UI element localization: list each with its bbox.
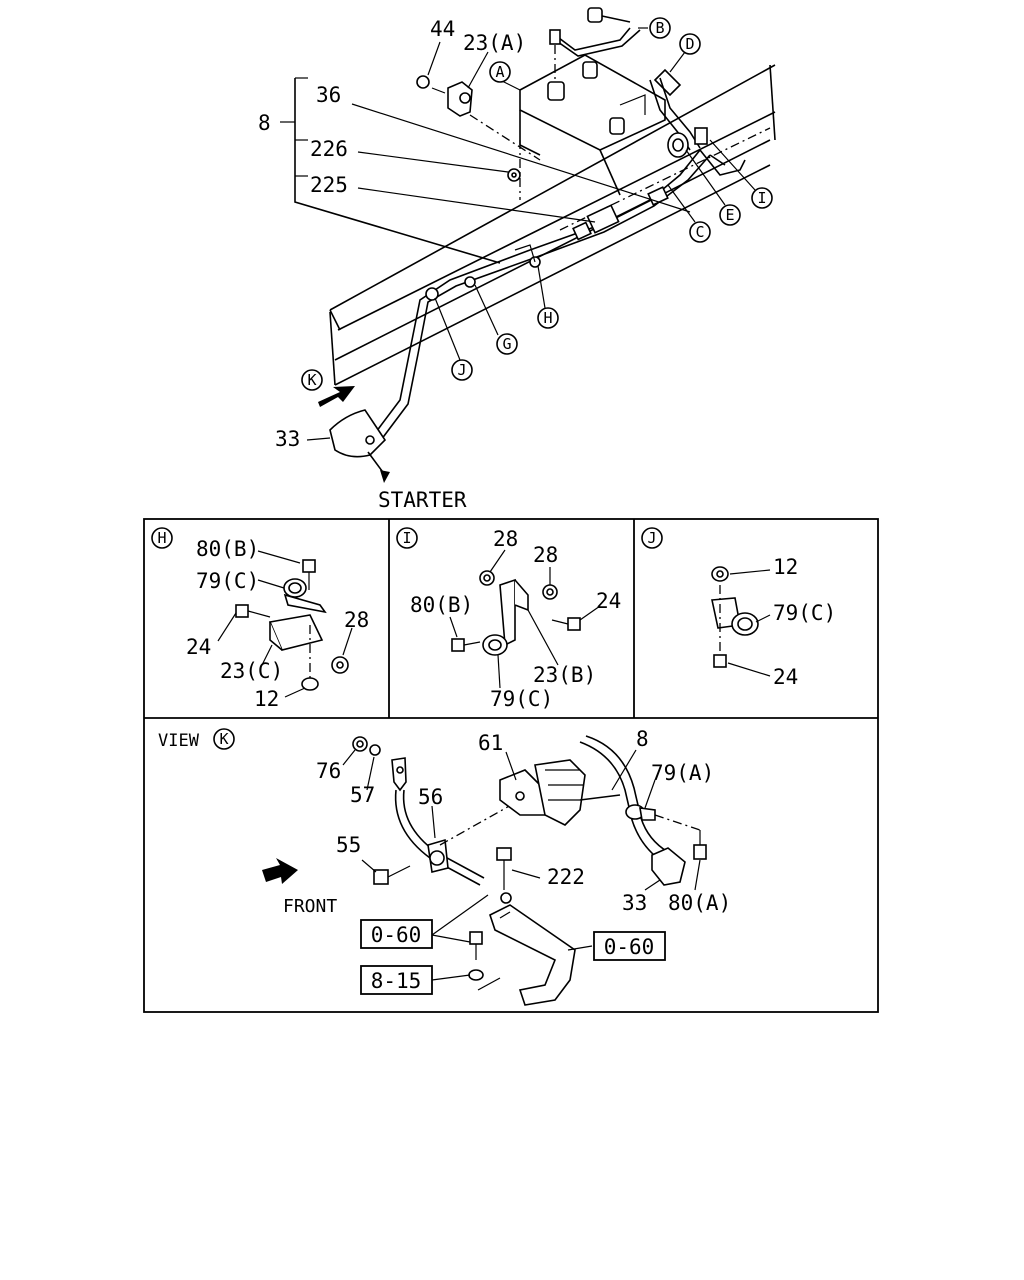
panel-h-callout-28: 28 [344, 608, 369, 632]
svg-text:A: A [495, 63, 504, 81]
panel-j: J 12 79(C) 24 [641, 527, 836, 689]
svg-text:E: E [725, 206, 734, 224]
panel-j-callout-24: 24 [773, 665, 798, 689]
panel-h-callout-24: 24 [186, 635, 211, 659]
circle-ref-a: A [489, 61, 511, 83]
view-k-callout-56: 56 [418, 785, 443, 809]
callout-23a: 23(A) [463, 31, 526, 55]
view-k-callout-76: 76 [316, 759, 341, 783]
panel-i-callout-24: 24 [596, 589, 621, 613]
circle-ref-b: B [649, 17, 671, 39]
circle-ref-d: D [679, 33, 701, 55]
svg-text:H: H [543, 309, 552, 327]
panel-j-tag: J [641, 527, 663, 549]
svg-text:8-15: 8-15 [371, 969, 422, 993]
panel-h-tag: H [151, 527, 173, 549]
frame-rail [329, 64, 776, 386]
callout-225: 225 [310, 173, 348, 197]
group-8-bracket [280, 77, 501, 264]
view-k-panel: VIEW K [158, 727, 731, 1006]
ref-box-0-60-left[interactable]: 0-60 [360, 919, 433, 949]
panel-j-callout-79c: 79(C) [773, 601, 836, 625]
callout-36: 36 [316, 83, 341, 107]
starter-cable [318, 68, 746, 483]
view-k-callout-80a: 80(A) [668, 891, 731, 915]
svg-text:I: I [402, 529, 411, 547]
view-k-callout-55: 55 [336, 833, 361, 857]
panel-i-callout-28-b: 28 [533, 543, 558, 567]
svg-text:K: K [219, 730, 228, 748]
panel-i: I 28 28 80(B) 24 23(B) 79(C) [396, 527, 621, 711]
panel-h-callout-23c: 23(C) [220, 659, 283, 683]
circle-ref-c: C [689, 221, 711, 243]
main-assembly: A B C D E G H I J K 8 44 23(A) 36 226 22… [258, 7, 776, 512]
panel-h-callout-12: 12 [254, 687, 279, 711]
panel-h-callout-79c: 79(C) [196, 569, 259, 593]
panel-h-callout-80b: 80(B) [196, 537, 259, 561]
battery-cable-upper [549, 7, 641, 80]
svg-text:H: H [157, 529, 166, 547]
svg-text:G: G [502, 335, 511, 353]
svg-text:K: K [307, 371, 316, 389]
circle-ref-e: E [719, 204, 741, 226]
svg-text:I: I [757, 189, 766, 207]
panel-i-callout-23b: 23(B) [533, 663, 596, 687]
view-k-callout-33: 33 [622, 891, 647, 915]
callout-44: 44 [430, 17, 455, 41]
detail-panels [143, 518, 879, 1013]
panel-i-callout-79c: 79(C) [490, 687, 553, 711]
view-k-callout-61: 61 [478, 731, 503, 755]
svg-text:B: B [655, 19, 664, 37]
front-arrow-icon [262, 858, 298, 884]
view-k-callout-222: 222 [547, 865, 585, 889]
callout-33: 33 [275, 427, 300, 451]
battery [519, 54, 666, 196]
ref-box-8-15[interactable]: 8-15 [360, 965, 433, 995]
svg-text:J: J [457, 361, 466, 379]
panel-i-callout-28-a: 28 [493, 527, 518, 551]
panel-i-tag: I [396, 527, 418, 549]
circle-ref-i: I [751, 187, 773, 209]
svg-text:0-60: 0-60 [604, 935, 655, 959]
starter-label: STARTER [378, 488, 467, 512]
view-k-callout-8: 8 [636, 727, 649, 751]
circle-ref-j: J [451, 359, 473, 381]
ref-box-0-60-right[interactable]: 0-60 [593, 931, 666, 961]
circle-ref-g: G [496, 333, 518, 355]
view-k-tag: K [213, 728, 235, 750]
svg-text:J: J [647, 529, 656, 547]
front-label: FRONT [283, 896, 337, 917]
circle-ref-k: K [301, 369, 323, 391]
panel-i-callout-80b: 80(B) [410, 593, 473, 617]
group-label-8: 8 [258, 111, 271, 135]
leader-lines [306, 27, 756, 441]
svg-text:0-60: 0-60 [371, 923, 422, 947]
view-k-callout-57: 57 [350, 783, 375, 807]
panel-j-callout-12: 12 [773, 555, 798, 579]
view-k-callout-79a: 79(A) [651, 761, 714, 785]
view-k-label: VIEW [158, 731, 200, 751]
circle-ref-h: H [537, 307, 559, 329]
svg-text:C: C [695, 223, 704, 241]
panel-h: H 80(B) 79(C) 24 23(C) 28 12 [151, 527, 369, 711]
clip-23a-and-bolt-44 [416, 75, 541, 182]
callout-226: 226 [310, 137, 348, 161]
svg-text:D: D [685, 35, 694, 53]
